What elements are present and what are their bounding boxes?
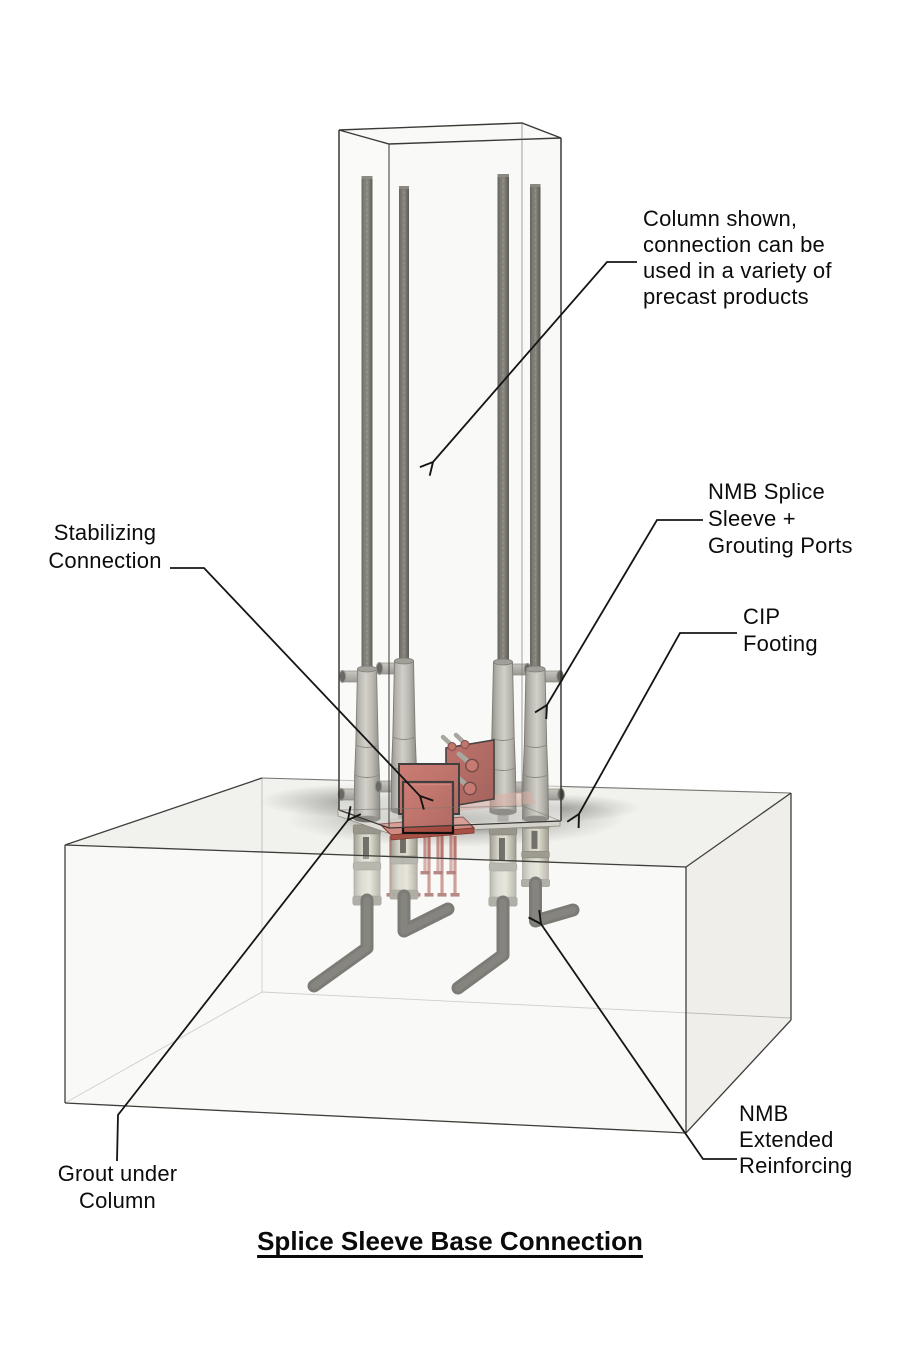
leader-lines bbox=[116, 261, 737, 1162]
leader-grout bbox=[116, 820, 348, 1162]
rebar bbox=[530, 184, 541, 670]
rebar bbox=[497, 174, 509, 664]
column-glass-edges bbox=[338, 122, 562, 829]
column-rebar bbox=[361, 174, 541, 670]
rebar bbox=[399, 186, 409, 662]
label-stabilizing-connection: Stabilizing Connection bbox=[48, 520, 162, 573]
rebar bbox=[361, 176, 373, 670]
leader-stabilizing bbox=[170, 567, 420, 796]
leader-column-note bbox=[433, 261, 637, 462]
label-column-note: Column shown, connection can be used in … bbox=[643, 206, 832, 309]
label-cip-footing: CIP Footing bbox=[743, 604, 818, 656]
leader-cip-footing bbox=[579, 632, 737, 814]
cip-footing-box bbox=[64, 777, 792, 1133]
leader-splice-sleeve bbox=[547, 519, 703, 705]
connection-bolt bbox=[465, 758, 479, 773]
label-grout-under-column: Grout under Column bbox=[57, 1161, 178, 1213]
label-splice-sleeve: NMB Splice Sleeve + Grouting Ports bbox=[708, 479, 853, 558]
column-glass-films bbox=[339, 130, 561, 828]
page-title-row: Splice Sleeve Base Connection bbox=[0, 1226, 900, 1257]
page-title: Splice Sleeve Base Connection bbox=[257, 1226, 643, 1256]
leader-extended-reinforcing bbox=[541, 924, 737, 1160]
connection-bolt bbox=[463, 781, 477, 796]
label-extended-reinforcing: NMB Extended Reinforcing bbox=[739, 1101, 853, 1178]
